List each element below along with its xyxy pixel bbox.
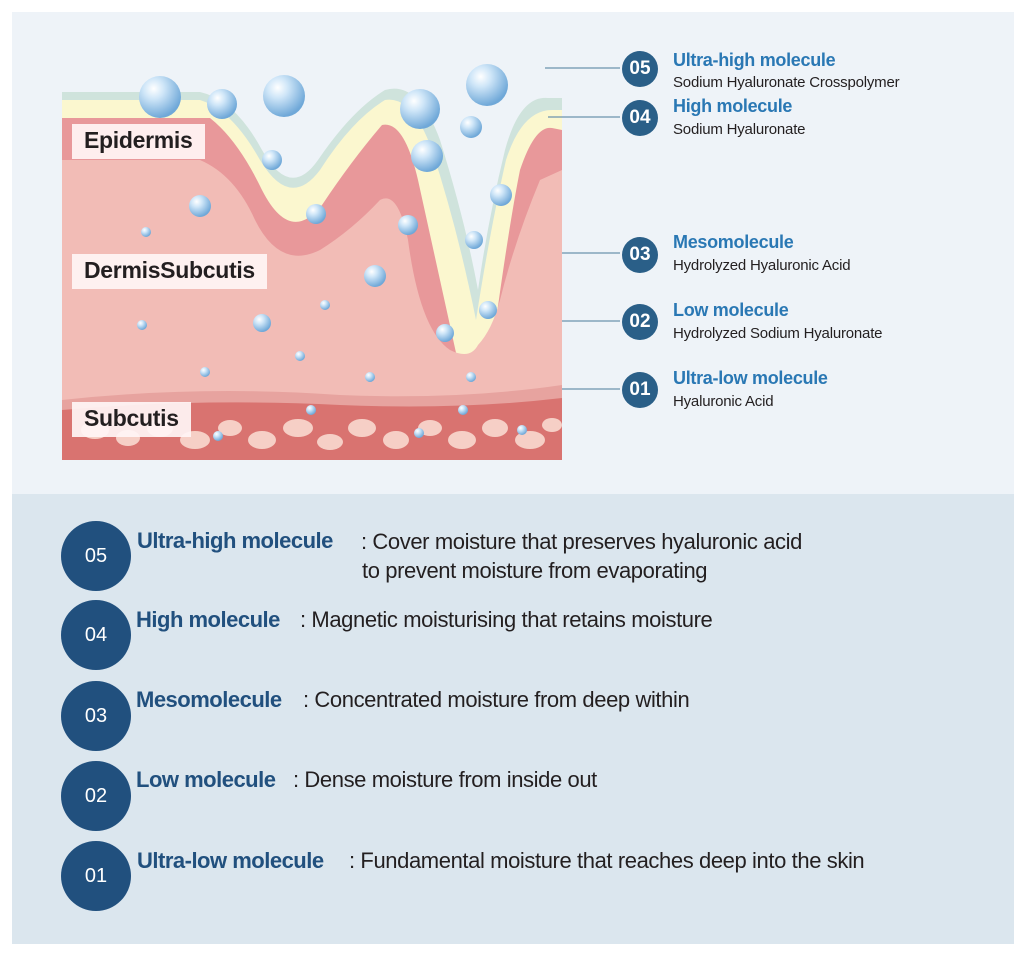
label-dermis-subcutis: DermisSubcutis: [72, 254, 267, 289]
legend-badge: 05: [622, 51, 658, 87]
legend-subtitle: Sodium Hyaluronate: [673, 121, 806, 138]
row-badge: 03: [61, 681, 131, 751]
legend-title: High molecule: [673, 96, 793, 116]
row-badge: 02: [61, 761, 131, 831]
row-description-line2: to prevent moisture from evaporating: [362, 558, 708, 583]
row-title: Low molecule: [136, 767, 276, 792]
hyaluronic-bubbles: [137, 64, 527, 441]
row-description: : Concentrated moisture from deep within: [303, 687, 690, 712]
row-description: : Fundamental moisture that reaches deep…: [349, 848, 865, 873]
row-title: Ultra-low molecule: [137, 848, 324, 873]
row-description: : Magnetic moisturising that retains moi…: [300, 607, 713, 632]
legend-subtitle: Sodium Hyaluronate Crosspolymer: [673, 74, 900, 91]
legend-title: Mesomolecule: [673, 232, 794, 252]
description-panel: [12, 494, 1014, 944]
row-title: Ultra-high molecule: [137, 528, 333, 553]
row-badge: 05: [61, 521, 131, 591]
row-description: : Dense moisture from inside out: [293, 767, 597, 792]
row-description: : Cover moisture that preserves hyaluron…: [361, 529, 802, 554]
legend-badge: 02: [622, 304, 658, 340]
row-title: High molecule: [136, 607, 280, 632]
legend-title: Ultra-low molecule: [673, 368, 828, 388]
legend-subtitle: Hyaluronic Acid: [673, 393, 774, 410]
legend-badge: 03: [622, 237, 658, 273]
label-epidermis: Epidermis: [72, 124, 205, 159]
legend-title: Low molecule: [673, 300, 789, 320]
row-title: Mesomolecule: [136, 687, 282, 712]
row-badge: 04: [61, 600, 131, 670]
legend-subtitle: Hydrolyzed Sodium Hyaluronate: [673, 325, 883, 342]
legend-subtitle: Hydrolyzed Hyaluronic Acid: [673, 257, 851, 274]
leader-lines: [545, 67, 620, 390]
label-subcutis: Subcutis: [72, 402, 191, 437]
legend-badge: 01: [622, 372, 658, 408]
row-badge: 01: [61, 841, 131, 911]
legend-badge: 04: [622, 100, 658, 136]
legend-title: Ultra-high molecule: [673, 50, 836, 70]
